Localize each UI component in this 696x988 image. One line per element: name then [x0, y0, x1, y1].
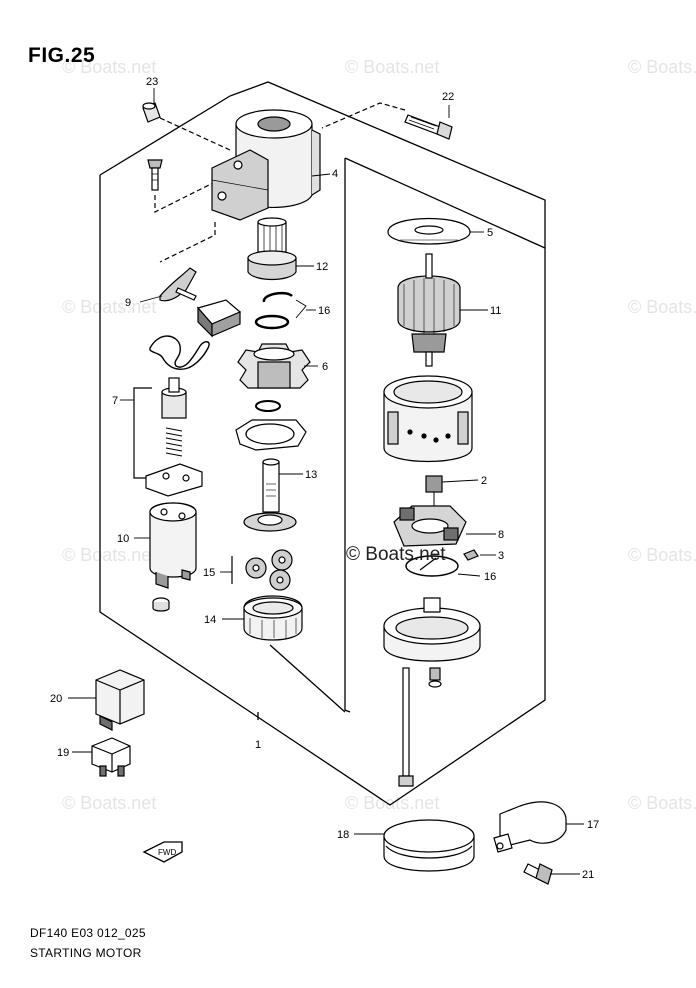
callout-8: 8: [498, 529, 504, 541]
plunger: [161, 377, 187, 419]
bracket-7: [133, 387, 152, 479]
callout-7: 7: [112, 395, 118, 407]
callout-11: 11: [490, 305, 501, 317]
leader-22: [321, 102, 406, 129]
watermark: © Boats.net: [628, 297, 696, 317]
watermark-dark: © Boats.net: [346, 544, 446, 565]
brush-block: [196, 299, 242, 338]
gasket-plate: [235, 419, 307, 451]
callout-5: 5: [487, 227, 493, 239]
through-bolt: [398, 667, 414, 787]
watermark: © Boats.net: [345, 57, 440, 77]
callout-23: 23: [146, 76, 158, 88]
rear-screw: [428, 667, 442, 688]
yoke: [383, 375, 473, 463]
end-plate-5: [387, 218, 471, 245]
callout-4: 4: [332, 168, 338, 180]
leader-lines: [68, 88, 584, 875]
callout-2: 2: [481, 475, 487, 487]
callout-16-lower: 16: [484, 571, 496, 583]
gear-housing-6: [237, 343, 311, 389]
drawing-caption: STARTING MOTOR: [30, 946, 142, 960]
relay-20: [95, 669, 145, 731]
callout-3: 3: [498, 550, 504, 562]
relay-19: [91, 737, 131, 777]
small-bolt: [147, 159, 163, 191]
washer: [255, 400, 281, 412]
washer-16-lower: [405, 555, 459, 577]
callout-labels: 23 22 4 5 12 9 16 11 6 7 13 2 8 10 3 15 …: [50, 76, 599, 881]
watermark: © Boats.net: [62, 545, 157, 565]
leader-bolt: [154, 181, 216, 213]
internal-gear-14: [243, 595, 303, 641]
callout-17: 17: [587, 819, 599, 831]
figure-title: FIG.25: [28, 44, 96, 67]
collar-23: [142, 102, 161, 123]
bolt-21: [523, 863, 553, 885]
callout-9: 9: [125, 297, 131, 309]
callout-15: 15: [203, 567, 215, 579]
callout-21: 21: [582, 869, 594, 881]
screw-3: [463, 549, 479, 561]
planet-gears-15: [245, 549, 293, 591]
band-18: [383, 819, 475, 872]
callout-10: 10: [117, 533, 129, 545]
leader-23: [159, 117, 231, 151]
brush-holder-8: [393, 505, 467, 547]
callout-22: 22: [442, 91, 454, 103]
pinion-12: [247, 217, 297, 281]
clip-washer-16-upper: [254, 291, 293, 330]
callout-19: 19: [57, 747, 69, 759]
armature-11: [397, 253, 461, 367]
svg-text:FWD: FWD: [158, 848, 176, 857]
shaft-13: [243, 458, 297, 532]
callout-12: 12: [316, 261, 328, 273]
return-spring: [165, 427, 183, 457]
watermark: © Boats.net: [628, 545, 696, 565]
watermark: © Boats.net: [62, 297, 157, 317]
drawing-code: DF140 E03 012_025: [30, 926, 146, 940]
spring-contact-7: [149, 335, 210, 370]
clamp-17: [493, 801, 567, 853]
bolt-22: [404, 114, 453, 140]
callout-14: 14: [204, 614, 216, 626]
lever-9: [159, 267, 197, 302]
front-bracket-4: [211, 109, 321, 221]
watermark: © Boats.net: [628, 57, 696, 77]
callout-1: 1: [255, 739, 261, 751]
solenoid-10: [149, 502, 197, 589]
callout-6: 6: [322, 361, 328, 373]
callout-20: 20: [50, 693, 62, 705]
leader-bracket: [159, 222, 216, 263]
brush-2: [425, 475, 443, 506]
contact-plate: [145, 463, 203, 497]
watermark: © Boats.net: [62, 57, 157, 77]
callout-13: 13: [305, 469, 317, 481]
rear-bracket: [383, 597, 481, 662]
watermark: © Boats.net: [62, 793, 157, 813]
nut: [152, 597, 170, 612]
watermark: © Boats.net: [628, 793, 696, 813]
fwd-arrow-icon: FWD: [142, 841, 183, 863]
callout-16: 16: [318, 305, 330, 317]
assembly-boundary: [99, 81, 546, 806]
callout-18: 18: [337, 829, 349, 841]
